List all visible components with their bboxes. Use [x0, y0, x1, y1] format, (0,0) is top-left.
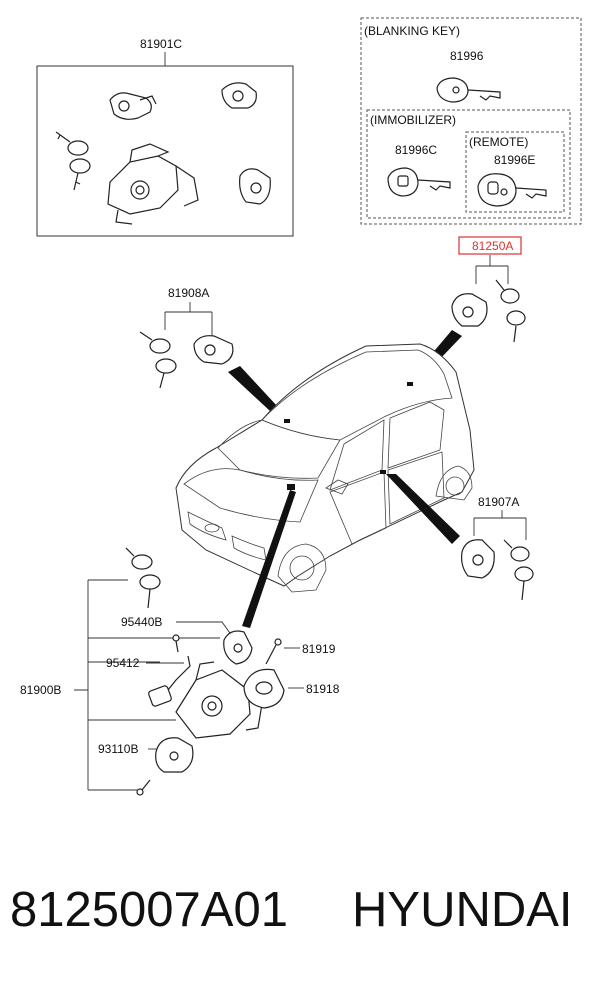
glove-box-lock-icon: [239, 168, 271, 205]
cover-81918-icon: [243, 668, 285, 709]
key-options-box: (BLANKING KEY) 81996 (IMMOBILIZER) 81996…: [360, 17, 582, 225]
passenger-door-lock-icon: [461, 539, 495, 579]
highlight-box: [458, 236, 522, 255]
part-81907a: 81907A: [386, 474, 534, 601]
bolt-icon: [136, 779, 151, 796]
kit-81901c: 81901C: [36, 37, 294, 237]
ignition-switch-icon: [155, 737, 194, 773]
part-81900b: 81900B 95440B 95412 93110B 81919 81918: [20, 490, 340, 796]
label-81900b: 81900B: [20, 683, 61, 697]
harness-connector-icon: [148, 655, 191, 707]
part-81908a: 81908A: [139, 286, 290, 424]
label-95440b: 95440B: [121, 615, 162, 629]
label-81250a: 81250A: [472, 239, 513, 253]
immobilizer-key-icon: [387, 167, 451, 197]
door-keys-icon: [139, 331, 177, 389]
label-81907a: 81907A: [478, 495, 519, 509]
label-81908a: 81908A: [168, 286, 209, 300]
car-illustration: [175, 343, 475, 593]
brand-name: HYUNDAI: [352, 883, 573, 937]
label-81996: 81996: [450, 49, 484, 63]
trunk-lock-cylinder-icon: [221, 82, 257, 109]
label-81919: 81919: [302, 642, 336, 656]
part-number: 8125007A01: [10, 883, 288, 937]
ignition-keys-icon: [125, 547, 161, 609]
screw-icon: [172, 634, 180, 653]
label-95412: 95412: [106, 656, 140, 670]
remote-key-icon: [477, 173, 547, 207]
blanking-key-icon: [436, 77, 501, 103]
steering-lock-body-icon: [175, 661, 263, 739]
key-reminder-switch-icon: [223, 630, 253, 665]
ignition-switch-assembly-icon: [107, 143, 199, 225]
door-lock-cylinder-icon: [109, 92, 157, 120]
tailgate-keys-icon: [495, 279, 526, 343]
label-81996c: 81996C: [395, 143, 437, 157]
door-lock-icon: [193, 335, 234, 365]
label-93110b: 93110B: [98, 742, 138, 756]
label-81901c: 81901C: [140, 37, 182, 51]
footer: 8125007A01 HYUNDAI: [0, 870, 600, 950]
key-pair-icon: [55, 131, 91, 191]
label-immobilizer: (IMMOBILIZER): [370, 113, 456, 127]
label-81996e: 81996E: [494, 153, 535, 167]
label-81918: 81918: [306, 682, 340, 696]
label-blanking-key: (BLANKING KEY): [364, 24, 460, 38]
tailgate-lock-icon: [451, 293, 488, 327]
passenger-door-keys-icon: [503, 539, 534, 601]
pin-81919-icon: [265, 638, 282, 665]
label-remote: (REMOTE): [469, 135, 528, 149]
